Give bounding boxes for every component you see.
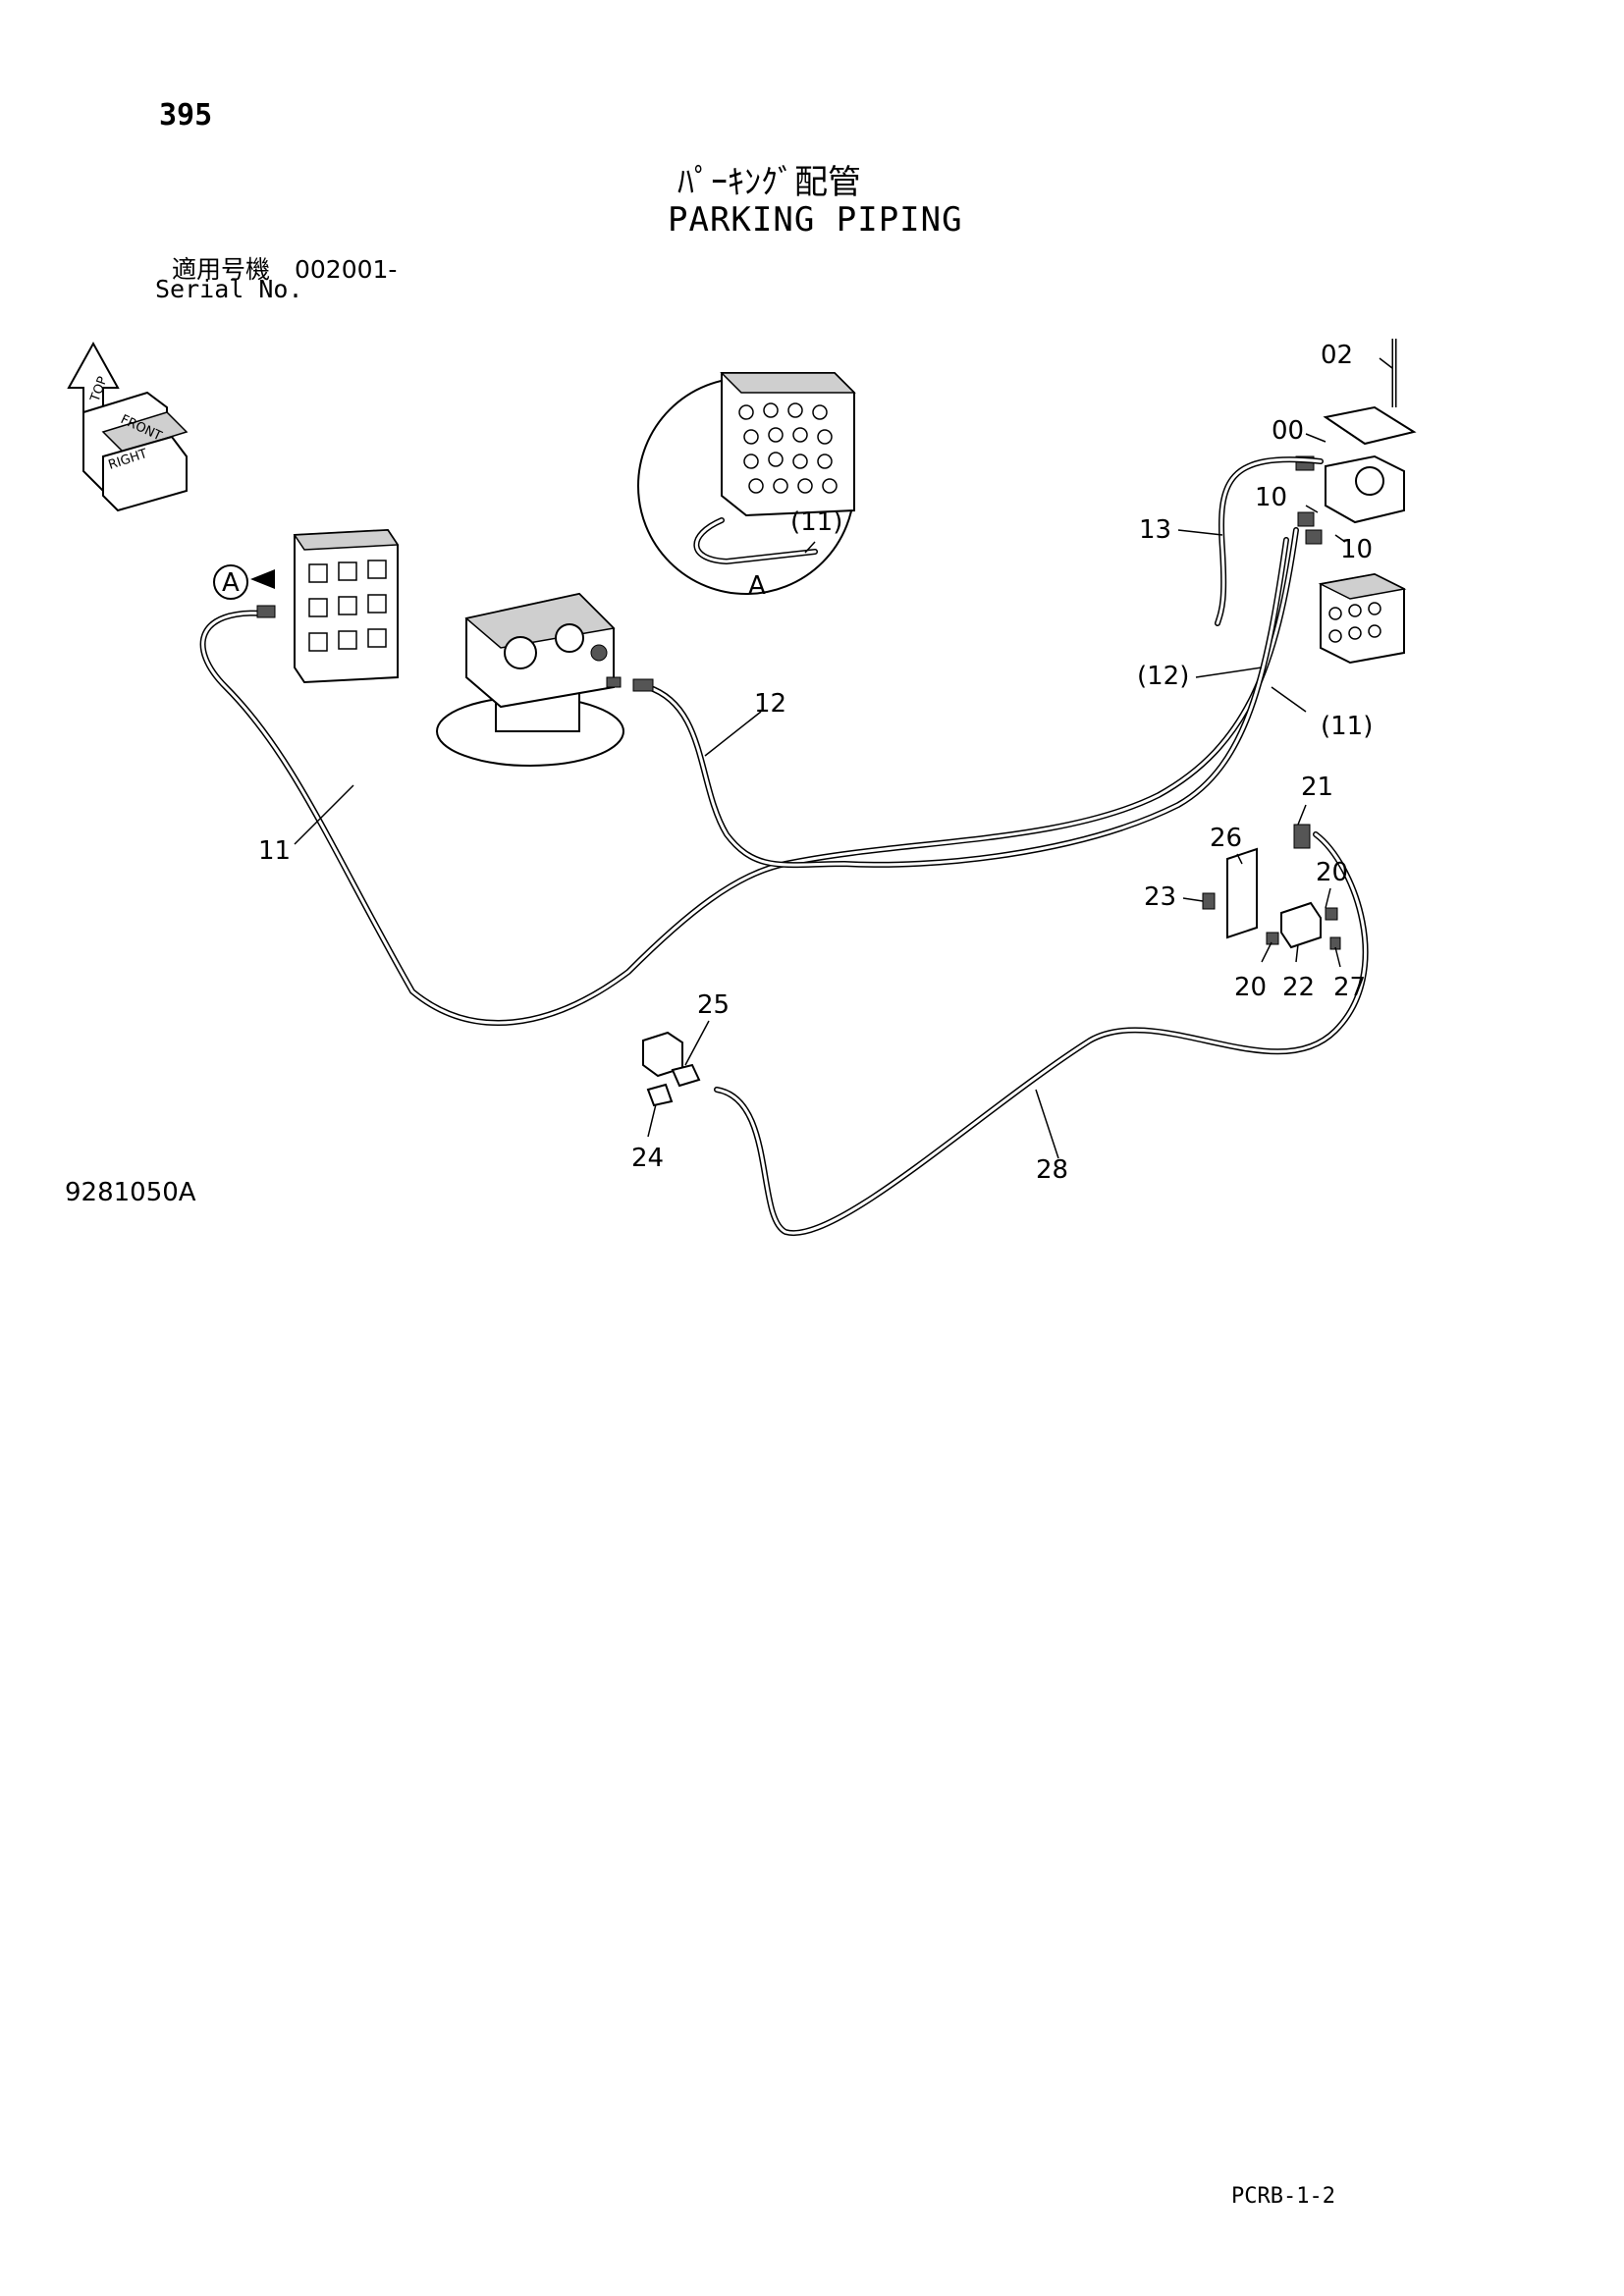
callout-02: 02 <box>1321 341 1353 370</box>
callout-28: 28 <box>1036 1155 1068 1185</box>
page-title: PARKING PIPING <box>668 200 963 240</box>
page-code: PCRB-1-2 <box>1231 2184 1335 2209</box>
drawing-number: 9281050A <box>65 1178 196 1207</box>
callout-21: 21 <box>1301 773 1333 802</box>
detail-callout-11: (11) <box>790 507 842 537</box>
callout-11: 11 <box>258 836 291 866</box>
callout-20-upper: 20 <box>1316 858 1348 887</box>
callout-12: 12 <box>754 689 786 719</box>
view-marker-a-label: A <box>222 568 240 598</box>
callout-20-lower: 20 <box>1234 973 1267 1002</box>
leader-lines <box>294 357 1393 1159</box>
detail-view-label: A <box>748 571 766 601</box>
page-number: 395 <box>159 98 213 133</box>
callout-10-upper: 10 <box>1255 483 1287 512</box>
callout-27: 27 <box>1333 973 1366 1002</box>
callout-10-lower: 10 <box>1340 535 1373 564</box>
callout-25: 25 <box>697 990 730 1020</box>
hose-13 <box>1215 456 1324 626</box>
hose-28 <box>714 831 1369 1237</box>
bracket-assembly-icon <box>1202 847 1341 950</box>
callout-12-ref: (12) <box>1137 662 1189 691</box>
serial-label-japanese: 適用号機 002001- <box>172 255 398 284</box>
callout-00: 00 <box>1272 416 1304 446</box>
swing-motor-icon <box>436 592 624 767</box>
callout-11-ref: (11) <box>1321 712 1373 741</box>
callout-26: 26 <box>1210 824 1242 853</box>
hose-11 <box>199 527 1299 1026</box>
hose-fitting-icons <box>256 605 1311 849</box>
parking-valve-assembly-icon <box>1295 339 1417 665</box>
hose-12 <box>645 537 1289 869</box>
page-title-japanese: ﾊﾟｰｷﾝｸﾞ配管 <box>677 163 861 202</box>
orientation-cube-icon: TOP FRONT RIGHT <box>67 341 189 512</box>
view-marker-a: A <box>213 564 275 600</box>
callout-22: 22 <box>1282 973 1315 1002</box>
callout-23: 23 <box>1144 882 1176 912</box>
callout-13: 13 <box>1139 515 1171 545</box>
pressure-switch-icon <box>642 1031 701 1107</box>
control-valve-icon <box>293 528 400 684</box>
valve-block-detail-icon <box>720 372 856 517</box>
serial-label: Serial No. <box>155 275 303 303</box>
detail-view-a: (11) A <box>637 372 856 601</box>
callout-24: 24 <box>631 1144 664 1173</box>
